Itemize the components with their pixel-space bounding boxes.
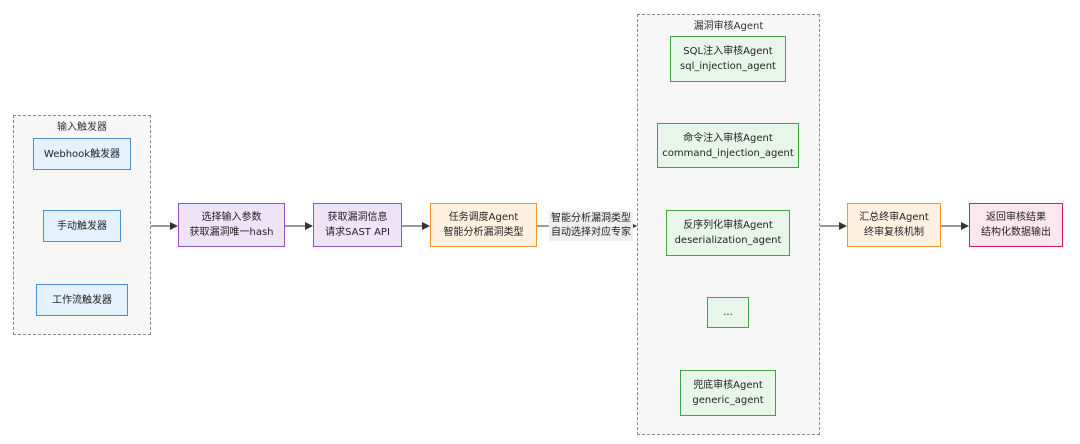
node-label-2: generic_agent [692,395,764,406]
group-title-input: 输入触发器 [57,122,107,133]
node-label-2: 获取漏洞唯一hash [189,227,274,238]
edge-label-line-1: 智能分析漏洞类型 [551,213,631,224]
node-label-1: 选择输入参数 [201,212,262,223]
dispatch-agent-node[interactable]: 任务调度Agent 智能分析漏洞类型 [430,203,537,247]
node-label: 手动触发器 [57,220,107,232]
sql-injection-agent-node[interactable]: SQL注入审核Agent sql_injection_agent [670,36,786,82]
manual-trigger-node[interactable]: 手动触发器 [43,210,121,242]
dispatch-edge-label: 智能分析漏洞类型 自动选择对应专家 [549,211,633,241]
node-label-2: 智能分析漏洞类型 [443,227,524,238]
command-injection-agent-node[interactable]: 命令注入审核Agent command_injection_agent [657,123,799,168]
workflow-trigger-node[interactable]: 工作流触发器 [36,284,128,316]
fetch-vuln-node[interactable]: 获取漏洞信息 请求SAST API [313,203,402,247]
node-label-2: deserialization_agent [674,235,782,246]
deserialization-agent-node[interactable]: 反序列化审核Agent deserialization_agent [666,210,790,256]
node-label-2: 结构化数据输出 [981,227,1051,238]
edge-label-line-2: 自动选择对应专家 [551,227,631,238]
generic-agent-node[interactable]: 兜底审核Agent generic_agent [680,370,776,416]
node-label: 工作流触发器 [52,294,112,306]
node-label: ... [723,307,733,318]
node-label-1: 返回审核结果 [986,212,1046,223]
return-result-node[interactable]: 返回审核结果 结构化数据输出 [969,203,1063,247]
group-title-agents: 漏洞审核Agent [693,21,764,32]
webhook-trigger-node[interactable]: Webhook触发器 [33,138,131,170]
node-label-1: 任务调度Agent [448,212,519,223]
node-label-1: 兜底审核Agent [693,380,763,391]
node-label: Webhook触发器 [43,148,121,160]
node-label-2: 请求SAST API [325,227,390,238]
node-label-1: 命令注入审核Agent [683,132,773,144]
node-label-1: SQL注入审核Agent [683,46,773,57]
node-label-1: 反序列化审核Agent [683,220,773,231]
node-label-2: 终审复核机制 [864,227,924,238]
node-label-2: sql_injection_agent [680,61,776,72]
more-agents-node[interactable]: ... [707,297,749,328]
node-label-1: 获取漏洞信息 [327,212,388,223]
select-params-node[interactable]: 选择输入参数 获取漏洞唯一hash [178,203,285,247]
summary-agent-node[interactable]: 汇总终审Agent 终审复核机制 [847,203,941,247]
node-label-2: command_injection_agent [662,147,794,159]
node-label-1: 汇总终审Agent [859,212,929,223]
